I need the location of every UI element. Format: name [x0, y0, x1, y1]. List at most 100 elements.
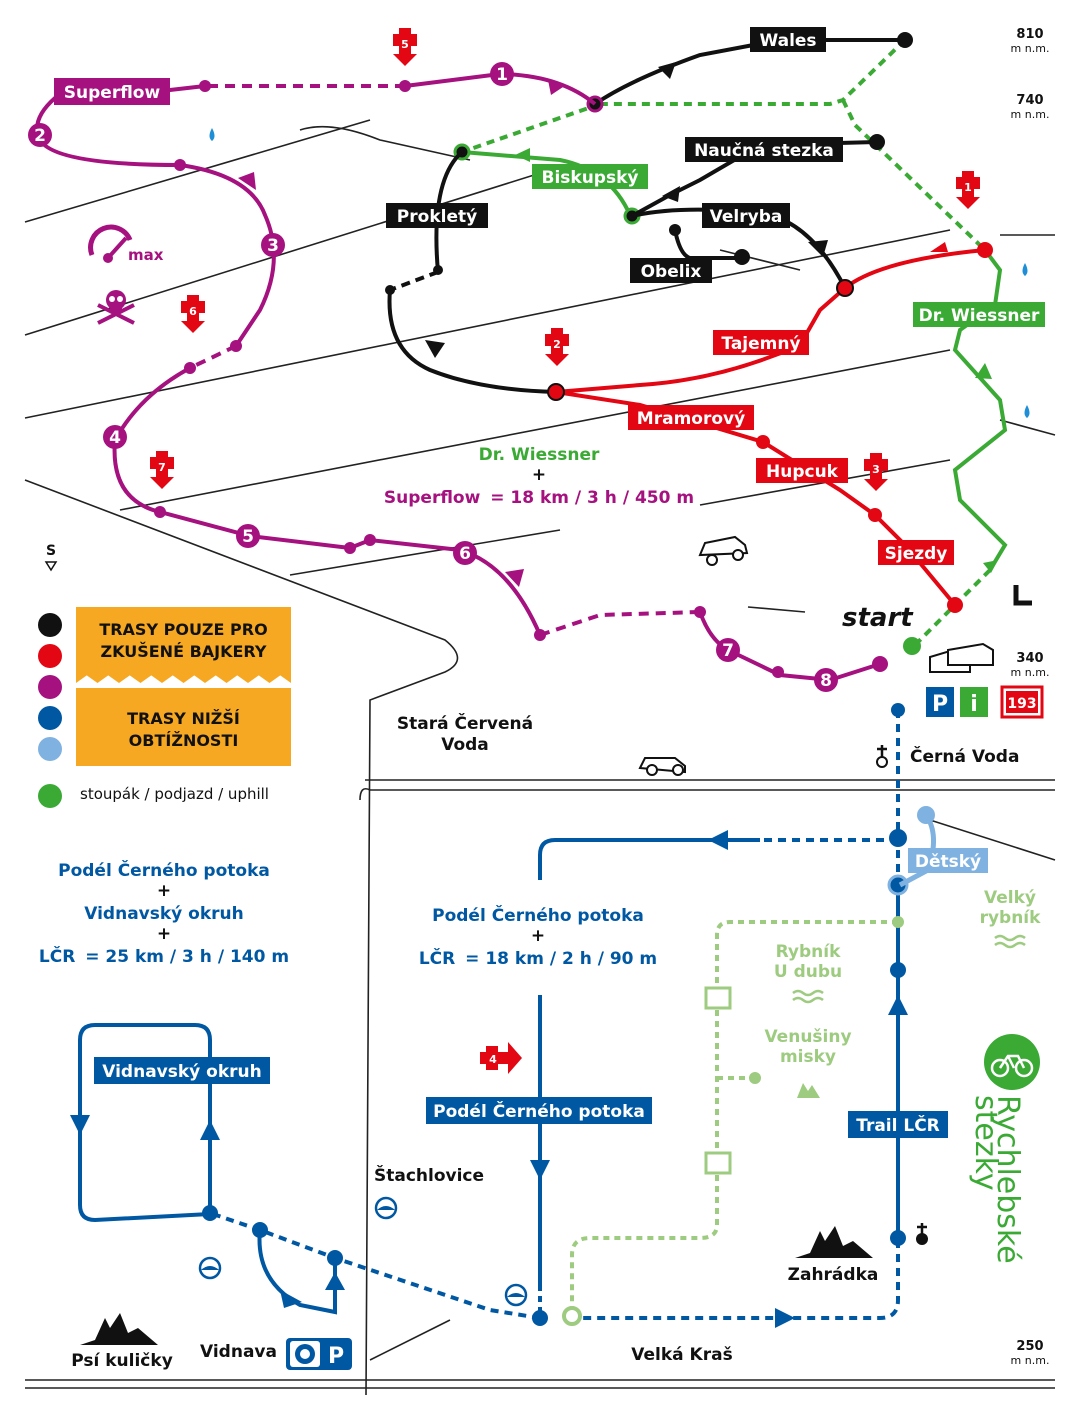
rocks-icon: [80, 1313, 158, 1345]
first-aid-icon: 7: [150, 451, 174, 489]
svg-text:Podél Černého potoka: Podél Černého potoka: [58, 859, 270, 881]
svg-text:LČR = 25 km / 3 h / 140: LČR = 25 km / 3 h / 140 m: [39, 945, 289, 967]
arrow-icon: [280, 1290, 302, 1308]
label-wales: Wales: [759, 31, 816, 51]
svg-text:max: max: [128, 246, 164, 264]
route-summaries: Dr. Wiessner + Superflow = 18 km / 3 h /…: [39, 445, 694, 969]
arrow-icon: [200, 1120, 220, 1140]
compass-label: S: [46, 543, 56, 559]
first-aid-icon: 6: [181, 295, 205, 333]
svg-text:Superflow = 18 km / 3 h: Superflow = 18 km / 3 h / 450 m: [384, 488, 694, 508]
speed-gauge-icon: max: [88, 224, 164, 264]
label-obelix: Obelix: [641, 262, 702, 282]
walking-trail: [570, 920, 898, 1318]
parking-icon: [926, 687, 954, 717]
svg-text:i: i: [970, 692, 978, 717]
svg-text:Dr. Wiessner: Dr. Wiessner: [479, 445, 600, 465]
svg-text:+: +: [531, 926, 545, 946]
svg-text:Černá Voda: Černá Voda: [910, 745, 1019, 767]
label-trail-lcr: Trail LČR: [856, 1114, 940, 1136]
place-names: Stará Červená Voda Černá Voda Štachlovic…: [71, 712, 1041, 1371]
label-naucna-stezka: Naučná stezka: [694, 141, 834, 161]
svg-text:Stará Červená: Stará Červená: [397, 712, 533, 734]
corner-marker-icon: [1013, 585, 1032, 606]
label-proklety: Prokletý: [397, 207, 477, 227]
arrow-icon: [70, 1115, 90, 1135]
svg-text:Voda: Voda: [441, 735, 489, 755]
svg-text:Zahrádka: Zahrádka: [788, 1265, 879, 1285]
skull-icon: [97, 290, 135, 325]
svg-text:+: +: [532, 465, 546, 485]
arrow-icon: [662, 186, 680, 202]
svg-text:2: 2: [553, 338, 561, 351]
arrow-icon: [325, 1272, 345, 1290]
trail-labels: Wales Naučná stezka Biskupský Prokletý V…: [54, 27, 1045, 1138]
label-superflow: Superflow: [64, 83, 161, 103]
altitude-810: 810: [1016, 27, 1043, 42]
arrow-icon: [808, 240, 828, 257]
first-aid-icon: 4: [480, 1042, 522, 1074]
svg-text:LČR = 18 km / 2 h / 90 m: LČR = 18 km / 2 h / 90 m: [419, 947, 657, 969]
svg-text:5: 5: [401, 38, 409, 51]
altitude-markers: 810 m n.m. 740 m n.m. 340 m n.m. 250 m n…: [1011, 27, 1050, 1367]
label-vidnavsky-okruh: Vidnavský okruh: [102, 1062, 262, 1082]
first-aid-icon: 3: [864, 453, 888, 491]
svg-text:Štachlovice: Štachlovice: [374, 1164, 484, 1186]
svg-text:Rybník: Rybník: [776, 942, 842, 962]
svg-text:m n.m.: m n.m.: [1011, 108, 1050, 121]
arrow-icon: [975, 363, 992, 379]
arrow-icon: [708, 830, 728, 850]
svg-text:6: 6: [189, 305, 197, 318]
svg-text:m n.m.: m n.m.: [1011, 1354, 1050, 1367]
svg-text:2: 2: [34, 126, 46, 146]
label-mramorovy: Mramorový: [637, 409, 745, 429]
svg-text:+: +: [157, 924, 171, 944]
bench-icon: [704, 986, 732, 1010]
building-icon: [929, 642, 994, 673]
brand-name: Rychlebské: [990, 1095, 1025, 1264]
arrow-icon: [425, 340, 445, 358]
svg-text:P: P: [932, 692, 948, 717]
uphill-trail: [461, 38, 1008, 650]
svg-text:6: 6: [459, 544, 471, 564]
brand-name-2: stezky: [968, 1095, 1003, 1191]
label-biskupsky: Biskupský: [542, 168, 639, 188]
rocks-icon: [795, 1226, 873, 1258]
arrow-icon: [530, 1160, 550, 1180]
svg-text:Podél Černého potoka: Podél Černého potoka: [432, 904, 644, 926]
start-label: start: [842, 603, 914, 633]
svg-text:misky: misky: [780, 1047, 836, 1067]
rock-icon: [797, 1083, 820, 1098]
services-icons: P i 193: [926, 685, 1044, 719]
svg-text:Psí kuličky: Psí kuličky: [71, 1351, 173, 1371]
arrow-icon: [775, 1308, 795, 1328]
superflow-trail: [35, 71, 881, 683]
legend-dots: [38, 613, 62, 808]
label-hupcuk: Hupcuk: [766, 462, 839, 482]
svg-text:4: 4: [489, 1053, 497, 1066]
svg-text:U dubu: U dubu: [774, 962, 842, 982]
pond-icon: [792, 934, 1026, 1004]
label-sjezdy: Sjezdy: [885, 544, 948, 564]
svg-text:1: 1: [964, 181, 972, 194]
svg-text:1: 1: [496, 65, 508, 85]
superflow-dots: [154, 80, 888, 678]
label-podel-cerneho-potoka: Podél Černého potoka: [433, 1100, 645, 1122]
svg-text:Vidnavský okruh: Vidnavský okruh: [84, 904, 244, 924]
first-aid-markers: 5 1 6 2 7 3 4: [150, 28, 980, 1074]
first-aid-icon: 1: [956, 171, 980, 209]
arrow-icon: [548, 80, 566, 95]
vidnava-parking-icons: P: [286, 1338, 352, 1370]
label-detsky: Dětský: [915, 852, 981, 872]
arrow-icon: [888, 995, 908, 1015]
arrow-icon: [515, 148, 530, 162]
compass-icon: [44, 561, 58, 572]
car-icon: [638, 535, 749, 776]
water-drop-icon: [209, 128, 1030, 418]
svg-text:P: P: [328, 1344, 344, 1369]
first-aid-icon: 5: [393, 28, 417, 66]
arrow-icon: [505, 569, 524, 587]
info-icon: [960, 687, 988, 717]
svg-text:m n.m.: m n.m.: [1011, 42, 1050, 55]
